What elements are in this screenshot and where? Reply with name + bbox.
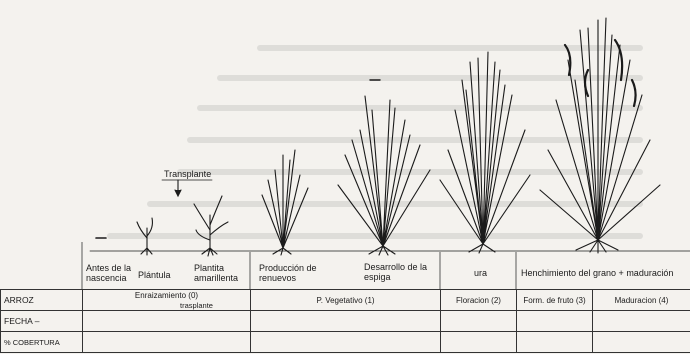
stage-label-before-emergence: Antes de la nascencia	[86, 263, 138, 283]
booting-drawing	[338, 80, 430, 255]
fecha-mark: –	[35, 316, 40, 326]
phase-rooting-label: Enraizamiento (0)	[86, 291, 247, 301]
row-label-cobertura: % COBERTURA	[1, 332, 83, 353]
phase-rooting: Enraizamiento (0) trasplante	[83, 290, 251, 311]
stage-label-seedling: Plántula	[138, 270, 171, 280]
phase-maduracion: Maduracion (4)	[593, 290, 690, 311]
transplant-label: Transplante	[164, 169, 211, 179]
fecha-cell	[441, 311, 517, 332]
stage-label-grain-filling: Henchimiento del grano + maduración	[521, 268, 690, 278]
fecha-text: FECHA	[4, 316, 32, 326]
row-label-fecha: FECHA –	[1, 311, 83, 332]
stage-label-flowering: ura	[474, 268, 487, 278]
table-row: % COBERTURA	[1, 332, 690, 353]
cobertura-cell	[593, 332, 690, 353]
tillering-drawing	[262, 150, 308, 255]
cobertura-cell	[251, 332, 441, 353]
stage-label-yellow-plantlet: Plantita amarillenta	[194, 263, 246, 283]
transplant-arrow	[162, 180, 212, 196]
phase-table: ARROZ Enraizamiento (0) trasplante P. Ve…	[0, 289, 690, 353]
stage-label-spike-development: Desarrollo de la espiga	[364, 262, 434, 282]
fecha-cell	[83, 311, 251, 332]
fecha-cell	[517, 311, 593, 332]
fecha-cell	[251, 311, 441, 332]
row-label-arroz: ARROZ	[1, 290, 83, 311]
cobertura-cell	[441, 332, 517, 353]
phase-rooting-sublabel: trasplante	[86, 301, 247, 310]
ripening-drawing	[540, 18, 660, 253]
cobertura-cell	[83, 332, 251, 353]
flowering-drawing	[440, 52, 530, 253]
phase-fruit-formation: Form. de fruto (3)	[517, 290, 593, 311]
phase-floracion: Floracion (2)	[441, 290, 517, 311]
phase-vegetative: P. Vegetativo (1)	[251, 290, 441, 311]
fecha-cell	[593, 311, 690, 332]
table-row: ARROZ Enraizamiento (0) trasplante P. Ve…	[1, 290, 690, 311]
cobertura-cell	[517, 332, 593, 353]
stage-label-tillering: Producción de renuevos	[259, 263, 335, 283]
table-row: FECHA –	[1, 311, 690, 332]
